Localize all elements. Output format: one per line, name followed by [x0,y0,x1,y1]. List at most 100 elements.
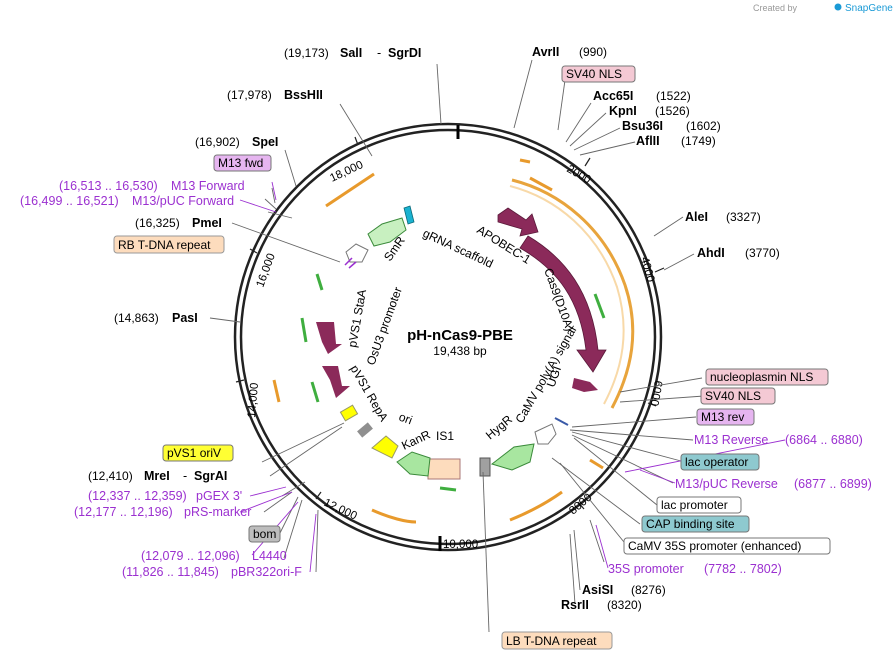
hygr-arrow[interactable] [490,443,535,471]
plasmid-name: pH-nCas9-PBE [407,327,513,344]
camv-polya-arrow[interactable] [534,423,557,445]
ori-grey-marker [357,422,373,438]
plasmid-size: 19,438 bp [433,344,487,358]
tick-label: 12,000 [322,497,359,523]
tick-label: 14,000 [246,382,261,418]
tick-16000: 16,000 [249,248,278,289]
sali-name[interactable]: SalI [340,46,362,60]
orf-small-arrow-2 [529,176,553,192]
alei-name[interactable]: AleI [685,210,708,224]
box-lac-operator[interactable]: lac operator [680,453,760,471]
prs-marker-name[interactable]: pRS-marker [184,505,251,519]
pasi-pos: (14,863) [114,311,159,325]
ori-block[interactable] [371,435,399,459]
label-kanr: KanR [399,427,432,453]
rb-tdna-label: RB T-DNA repeat [118,238,211,252]
orf-arc-outer-inner [509,185,625,405]
35s-promoter-name[interactable]: 35S promoter [608,562,684,576]
bsu36i-name[interactable]: Bsu36I [622,119,663,133]
box-cap-binding-site[interactable]: CAP binding site [641,515,750,533]
tick-14000: 14,000 [235,379,261,418]
cas9-arrow[interactable] [519,235,607,373]
camv-35s-enh-label: CaMV 35S promoter (enhanced) [628,539,801,553]
rsrii-name[interactable]: RsrII [561,598,589,612]
box-bom[interactable]: bom [248,525,281,543]
sv40-nls-top-label: SV40 NLS [566,67,622,81]
prs-marker-range: (12,177 .. 12,196) [74,505,173,519]
alei-pos: (3327) [726,210,761,224]
box-sv40-nls-right[interactable]: SV40 NLS [700,387,776,405]
ahdi-name[interactable]: AhdI [697,246,725,260]
backbone-outer-ring [233,122,663,552]
apobec1-arrow[interactable] [497,207,539,237]
is1-block[interactable] [479,457,491,477]
pbr322ori-name[interactable]: pBR322ori-F [231,565,302,579]
bsshii-name[interactable]: BssHII [284,88,323,102]
pmei-pos: (16,325) [135,216,180,230]
label-is1: IS1 [436,429,454,443]
green-arrow-cas9 [593,293,606,319]
lb-tdna-label: LB T-DNA repeat [506,634,597,648]
m13-puc-reverse-range: (6877 .. 6899) [794,477,872,491]
pvs1-staa-arrow[interactable] [316,322,342,354]
pmei-name[interactable]: PmeI [192,216,222,230]
box-pvs1-oriv[interactable]: pVS1 oriV [162,444,234,462]
sgrdi-name[interactable]: SgrDI [388,46,421,60]
box-nucleoplasmin-nls[interactable]: nucleoplasmin NLS [705,368,829,386]
orf-arc-outer [511,178,635,409]
sali-pos: (19,173) [284,46,329,60]
rsrii-pos: (8320) [607,598,642,612]
osu3-promoter-arrow[interactable] [345,243,369,263]
sgrai-name[interactable]: SgrAI [194,469,227,483]
box-lac-promoter[interactable]: lac promoter [656,496,742,514]
m13-forward-name[interactable]: M13 Forward [171,179,245,193]
box-sv40-nls-top[interactable]: SV40 NLS [561,65,636,83]
lac-promoter-label: lac promoter [661,498,728,512]
bom-label: bom [253,527,276,541]
box-lb-tdna[interactable]: LB T-DNA repeat [501,631,613,650]
m13-fwd-label: M13 fwd [218,156,263,170]
pgex3-range: (12,337 .. 12,359) [88,489,187,503]
box-rb-tdna[interactable]: RB T-DNA repeat [113,235,225,254]
ugi-arrow[interactable] [572,378,598,392]
pbr322ori-range: (11,826 .. 11,845) [122,565,219,579]
pasi-name[interactable]: PasI [172,311,198,325]
spei-name[interactable]: SpeI [252,135,278,149]
m13-puc-forward-name[interactable]: M13/pUC Forward [132,194,234,208]
snapgene-logo: SnapGene [834,3,893,14]
credit-brand: SnapGene [845,3,893,14]
kpni-pos: (1526) [655,104,690,118]
m13-inner-mark-2 [348,261,357,269]
credit-created-by: Created by [753,3,798,13]
kanr-arrow[interactable] [396,451,431,477]
pvs1-repa-arrow[interactable] [322,366,350,398]
grna-scaffold-block[interactable] [403,205,415,225]
backbone-inner-ring [239,128,657,546]
m13-reverse-name[interactable]: M13 Reverse [694,433,768,447]
spei-pos: (16,902) [195,135,240,149]
m13-puc-reverse-name[interactable]: M13/pUC Reverse [675,477,778,491]
connector-lines [209,59,705,633]
mrei-name[interactable]: MreI [144,469,170,483]
acc65i-name[interactable]: Acc65I [593,89,633,103]
mrei-pos: (12,410) [88,469,133,483]
box-m13-fwd[interactable]: M13 fwd [213,154,272,172]
asisi-name[interactable]: AsiSI [582,583,613,597]
35s-promoter-range: (7782 .. 7802) [704,562,782,576]
orf-arrow-7000 [589,458,604,470]
tick-label: 4000 [638,256,656,284]
kpni-name[interactable]: KpnI [609,104,637,118]
box-camv-35s-enh[interactable]: CaMV 35S promoter (enhanced) [623,537,831,555]
tick-label-10000: 10,000 [443,539,478,551]
smr-arrow[interactable] [367,217,407,247]
tick-label: 18,000 [328,159,365,185]
l4440-name[interactable]: L4440 [252,549,287,563]
aflii-pos: (1749) [681,134,716,148]
pgex3-name[interactable]: pGEX 3' [196,489,242,503]
avrii-name[interactable]: AvrII [532,45,559,59]
kanr-peach-block[interactable] [427,458,461,480]
box-m13-rev[interactable]: M13 rev [696,408,755,426]
aflii-name[interactable]: AflII [636,134,660,148]
label-ori: ori [397,410,414,428]
asisi-pos: (8276) [631,583,666,597]
